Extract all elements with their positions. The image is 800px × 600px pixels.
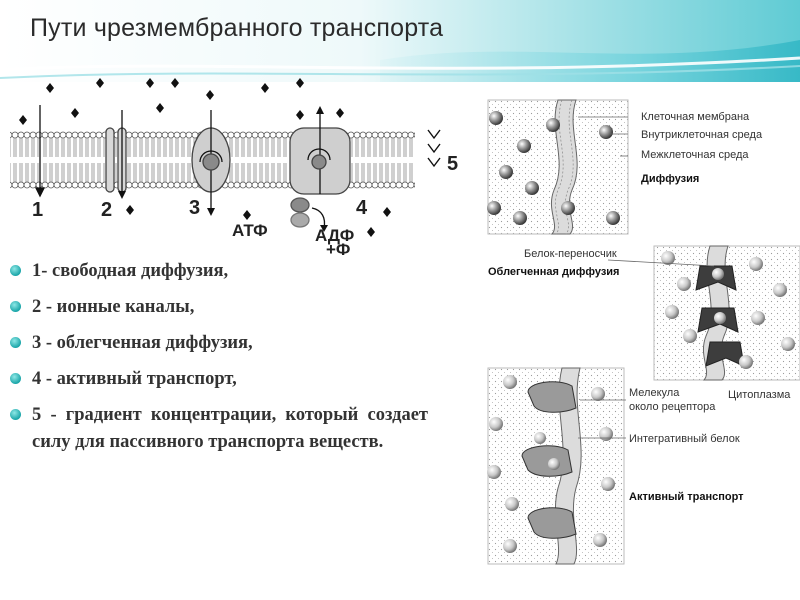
integral-proteins (521, 381, 577, 539)
bullet-icon (10, 301, 21, 312)
label-4: 4 (356, 197, 368, 219)
list-item: 3 - облегченная диффузия, (8, 330, 428, 357)
membrane-transport-diagram: 1 2 3 4 5 АТФ АДФ +Ф (10, 78, 458, 255)
facilitated-particles (661, 251, 795, 369)
legend-list: 1- свободная диффузия, 2 - ионные каналы… (8, 258, 428, 465)
adp-label: АДФ (315, 226, 354, 245)
bullet-icon (10, 337, 21, 348)
bullet-icon (10, 265, 21, 276)
active-particles (487, 375, 615, 553)
label-molecule-line2: около рецептора (629, 401, 716, 413)
caption-diffusion: Диффузия (641, 173, 699, 185)
list-item: 5 - градиент концентрации, который созда… (8, 402, 428, 456)
label-cytoplasm: Цитоплазма (728, 389, 791, 401)
caption-facilitated: Облегченная диффузия (488, 266, 619, 278)
list-item: 2 - ионные каналы, (8, 294, 428, 321)
label-intracellular: Внутриклеточная среда (641, 129, 763, 141)
label-extracellular: Межклеточная среда (641, 149, 749, 161)
label-membrane: Клеточная мембрана (641, 111, 750, 123)
panel-diffusion: Клеточная мембрана Внутриклеточная среда… (487, 99, 763, 235)
title-band (0, 0, 800, 82)
gradient-arrows (427, 129, 441, 168)
label-2: 2 (101, 199, 112, 221)
particles (19, 78, 391, 237)
panel-facilitated: Белок-переносчик Облегченная диффузия Ци… (488, 245, 800, 401)
caption-active: Активный транспорт (629, 491, 744, 503)
ion-channel (105, 110, 127, 199)
list-item: 1- свободная диффузия, (8, 258, 428, 285)
free-diffusion-arrow (34, 105, 46, 198)
diffusion-particles (487, 111, 620, 225)
bullet-icon (10, 409, 21, 420)
label-integral: Интегративный белок (629, 433, 740, 445)
label-molecule-line1: Мелекула (629, 387, 680, 399)
label-5: 5 (447, 153, 458, 175)
slide-title: Пути чрезмембранного транспорта (30, 14, 444, 42)
atp-label: АТФ (232, 221, 268, 240)
list-item: 4 - активный транспорт, (8, 366, 428, 393)
label-1: 1 (32, 199, 43, 221)
bullet-icon (10, 373, 21, 384)
carrier-protein (191, 110, 231, 216)
active-pump (289, 106, 351, 232)
label-3: 3 (189, 197, 200, 219)
panel-active: Мелекула около рецептора Интегративный б… (487, 367, 744, 565)
label-carrier: Белок-переносчик (524, 248, 617, 260)
phosphate-label: +Ф (326, 240, 350, 255)
